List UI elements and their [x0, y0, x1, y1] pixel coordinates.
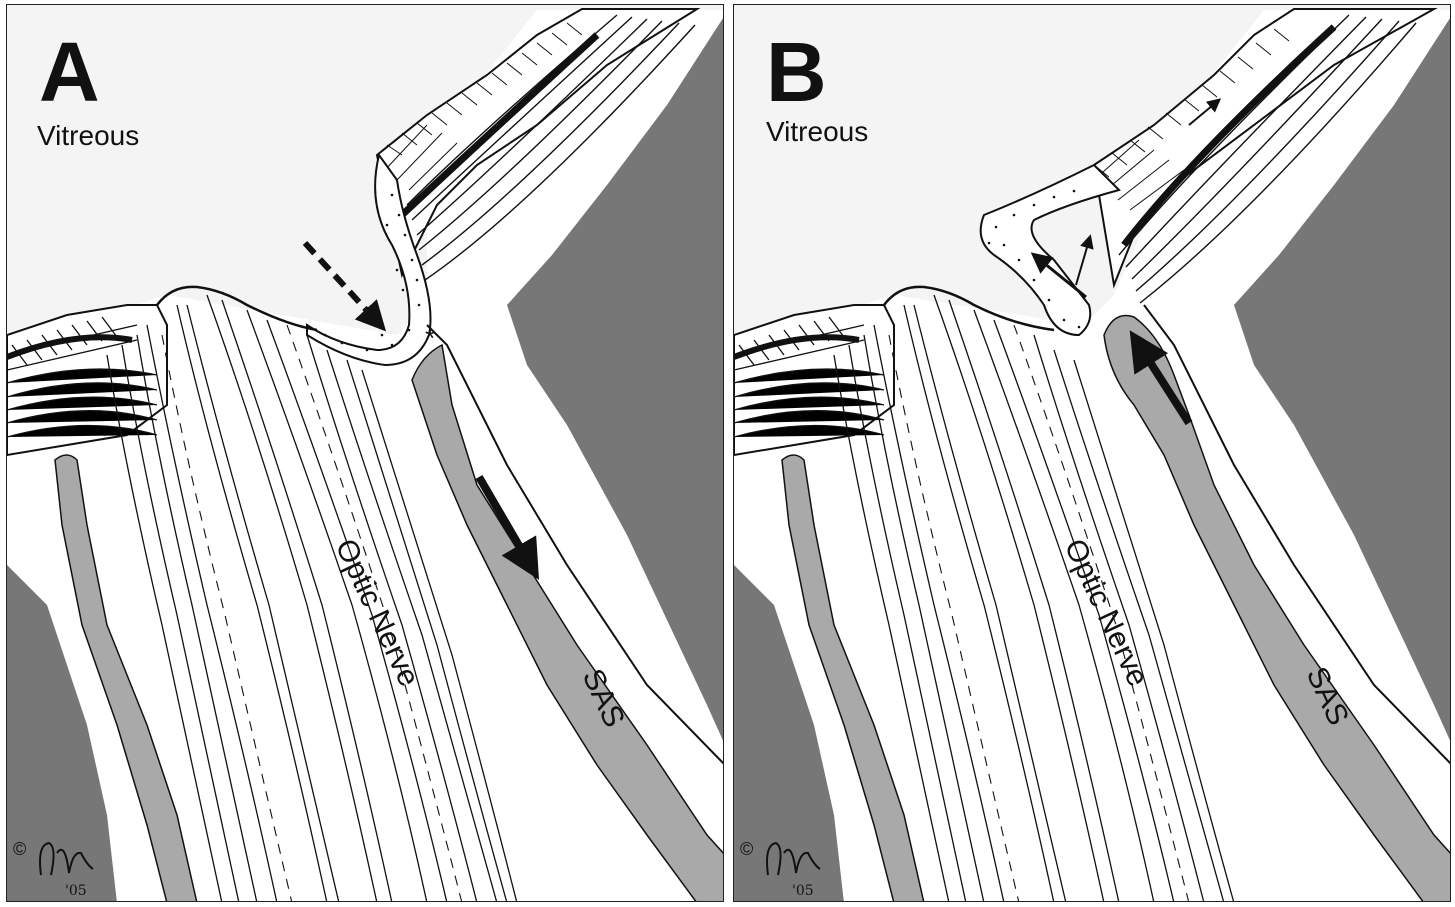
panel-letter: A: [39, 25, 100, 119]
panel-b: B Vitreous Optic Nerve SAS © '05: [733, 4, 1451, 902]
copyright-mark: ©: [13, 839, 26, 859]
panel-a-illustration: * A Vitreous Optic Nerve SAS © '05: [7, 5, 724, 902]
nerve-septa: [162, 325, 462, 902]
vitreous-label: Vitreous: [766, 116, 868, 147]
panel-a: * A Vitreous Optic Nerve SAS © '05: [6, 4, 724, 902]
signature-year: '05: [65, 883, 87, 899]
panel-letter: B: [766, 25, 827, 119]
vitreous-label: Vitreous: [37, 120, 139, 151]
asterisk-marker: *: [425, 323, 435, 353]
panel-b-illustration: B Vitreous Optic Nerve SAS © '05: [734, 5, 1451, 902]
copyright-mark: ©: [740, 839, 753, 859]
optic-nerve-label: Optic Nerve: [329, 534, 426, 691]
signature-year: '05: [792, 883, 814, 899]
